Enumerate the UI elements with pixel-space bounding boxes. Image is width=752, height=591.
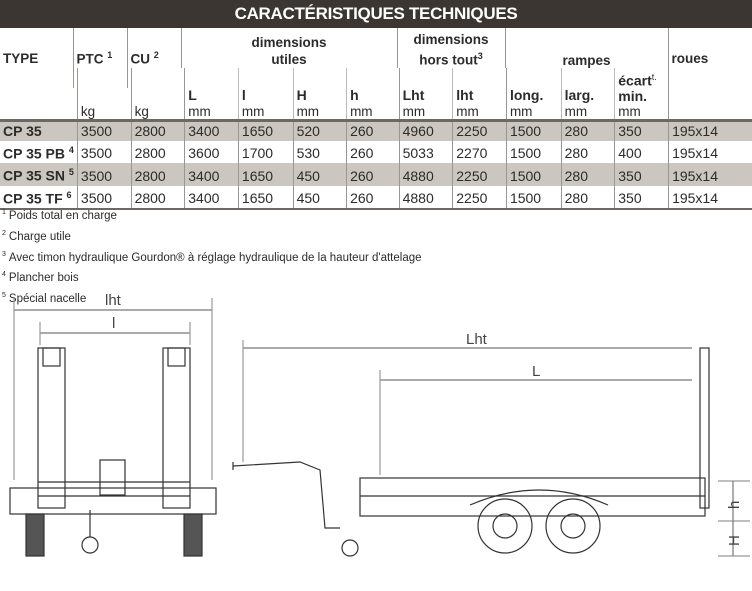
- cell-ecart: 400: [614, 140, 669, 164]
- label-Lht: Lht: [466, 331, 488, 348]
- cell-h: 260: [346, 140, 400, 164]
- sub-long: long.mm: [505, 68, 562, 122]
- cell-Lht: 4880: [398, 185, 453, 211]
- cell-cu: 2800: [130, 163, 185, 186]
- cell-ptc: 3500: [76, 163, 132, 186]
- cell-cu: 2800: [130, 185, 185, 211]
- cell-roues: 195x14: [668, 120, 752, 141]
- cell-l: 1650: [237, 120, 294, 141]
- cell-roues: 195x14: [668, 163, 752, 186]
- cell-larg: 280: [560, 140, 615, 164]
- cell-H: 450: [292, 163, 347, 186]
- cell-ecart: 350: [614, 120, 669, 141]
- table-title: CARACTÉRISTIQUES TECHNIQUES: [0, 0, 752, 28]
- cell-L: 3400: [184, 163, 239, 186]
- label-lht: lht: [105, 292, 122, 309]
- cell-H: 450: [292, 185, 347, 211]
- cell-H: 530: [292, 140, 347, 164]
- cell-ecart: 350: [614, 185, 669, 211]
- cell-roues: 195x14: [668, 185, 752, 211]
- label-H: H: [726, 535, 743, 546]
- sub-ecart: écartt.min.mm: [614, 68, 669, 122]
- unit-cu: kg: [130, 68, 185, 122]
- cell-l: 1650: [237, 185, 294, 211]
- cell-Lht: 5033: [398, 140, 453, 164]
- cell-lht: 2250: [452, 163, 507, 186]
- cell-h: 260: [346, 120, 400, 141]
- cell-long: 1500: [505, 185, 562, 211]
- cell-cu: 2800: [130, 140, 185, 164]
- header-type: TYPE: [3, 50, 39, 66]
- cell-Lht: 4960: [398, 120, 453, 141]
- cell-larg: 280: [560, 163, 615, 186]
- cell-L: 3400: [184, 185, 239, 211]
- cell-ptc: 3500: [76, 140, 132, 164]
- label-l: l: [112, 315, 115, 332]
- cell-type: CP 35: [0, 120, 78, 141]
- cell-l: 1650: [237, 163, 294, 186]
- cell-cu: 2800: [130, 120, 185, 141]
- cell-Lht: 4880: [398, 163, 453, 186]
- unit-ptc: kg: [76, 68, 132, 122]
- cell-ptc: 3500: [76, 185, 132, 211]
- cell-h: 260: [346, 163, 400, 186]
- cell-h: 260: [346, 185, 400, 211]
- cell-larg: 280: [560, 120, 615, 141]
- cell-L: 3400: [184, 120, 239, 141]
- cell-type: CP 35 SN 5: [0, 163, 78, 186]
- cell-lht: 2250: [452, 120, 507, 141]
- front-view: [9, 298, 217, 557]
- label-h: h: [726, 501, 743, 509]
- cell-type: CP 35 TF 6: [0, 185, 78, 211]
- cell-lht: 2270: [452, 140, 507, 164]
- label-L: L: [532, 363, 540, 380]
- cell-type: CP 35 PB 4: [3, 144, 74, 162]
- header-rampes: rampes: [504, 28, 668, 68]
- cell-H: 520: [292, 120, 347, 141]
- side-view: [232, 340, 750, 557]
- cell-ptc: 3500: [76, 120, 132, 141]
- cell-long: 1500: [505, 163, 562, 186]
- cell-long: 1500: [505, 120, 562, 141]
- sub-larg: larg.mm: [560, 68, 615, 122]
- cell-l: 1700: [237, 140, 294, 164]
- cell-lht: 2250: [452, 185, 507, 211]
- cell-ecart: 350: [614, 163, 669, 186]
- cell-L: 3600: [184, 140, 239, 164]
- cell-long: 1500: [505, 140, 562, 164]
- cell-roues: 195x14: [668, 140, 752, 164]
- cell-larg: 280: [560, 185, 615, 211]
